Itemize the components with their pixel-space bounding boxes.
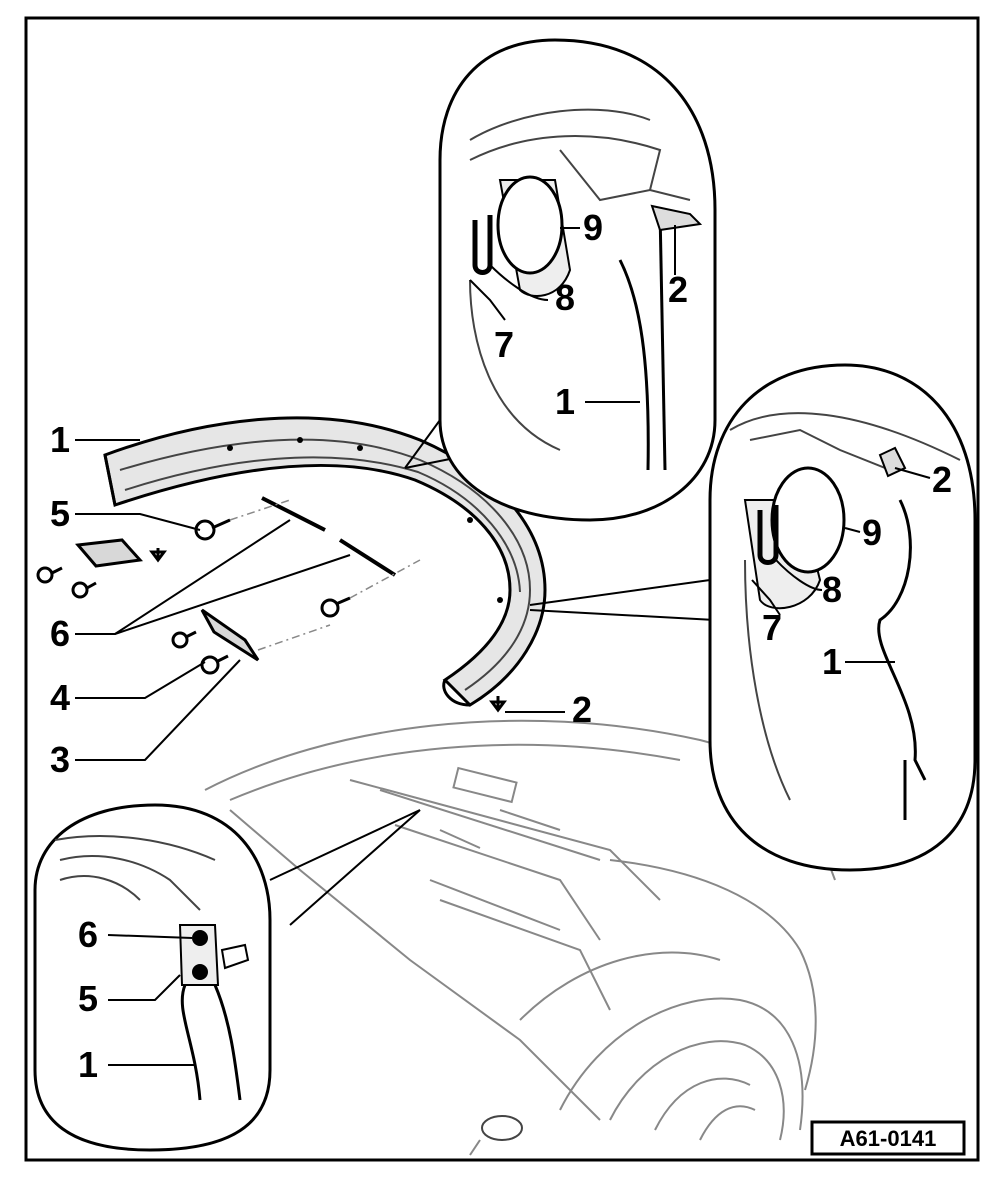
callout-right-2: 2 [932,459,952,500]
detail-view-right [708,363,977,872]
callout-main-1: 1 [50,419,70,460]
callout-top-1: 1 [555,381,575,422]
callout-top-7: 7 [494,324,514,365]
top-detail-callouts: 9 2 8 7 1 [494,207,688,422]
bracket-lower [200,608,260,662]
main-callouts: 1 5 6 4 3 2 [50,419,592,780]
reference-code-box: A61-0141 [810,1120,966,1156]
hoop-frame-part [103,416,547,707]
callout-bottom-1: 1 [78,1044,98,1085]
callout-right-9: 9 [862,512,882,553]
main-leaders [75,439,565,761]
right-detail-callouts: 2 9 8 7 1 [762,459,952,682]
callout-main-5: 5 [50,493,70,534]
bottom-detail-callouts: 6 5 1 [78,914,98,1085]
bracket-upper [75,538,144,568]
callout-right-7: 7 [762,607,782,648]
callout-top-8: 8 [555,277,575,318]
callout-main-2: 2 [572,689,592,730]
reference-code: A61-0141 [840,1126,937,1151]
detail-view-top [438,38,717,522]
callout-main-6: 6 [50,613,70,654]
main-assembly [36,416,547,713]
callout-top-2: 2 [668,269,688,310]
detail-leaders [269,419,716,926]
callout-main-3: 3 [50,739,70,780]
callout-right-1: 1 [822,641,842,682]
callout-main-4: 4 [50,677,70,718]
callout-bottom-6: 6 [78,914,98,955]
detail-view-bottom [33,803,272,1152]
hole-upper [192,930,208,946]
callout-top-9: 9 [583,207,603,248]
hole-lower [192,964,208,980]
callout-right-8: 8 [822,569,842,610]
callout-bottom-5: 5 [78,978,98,1019]
